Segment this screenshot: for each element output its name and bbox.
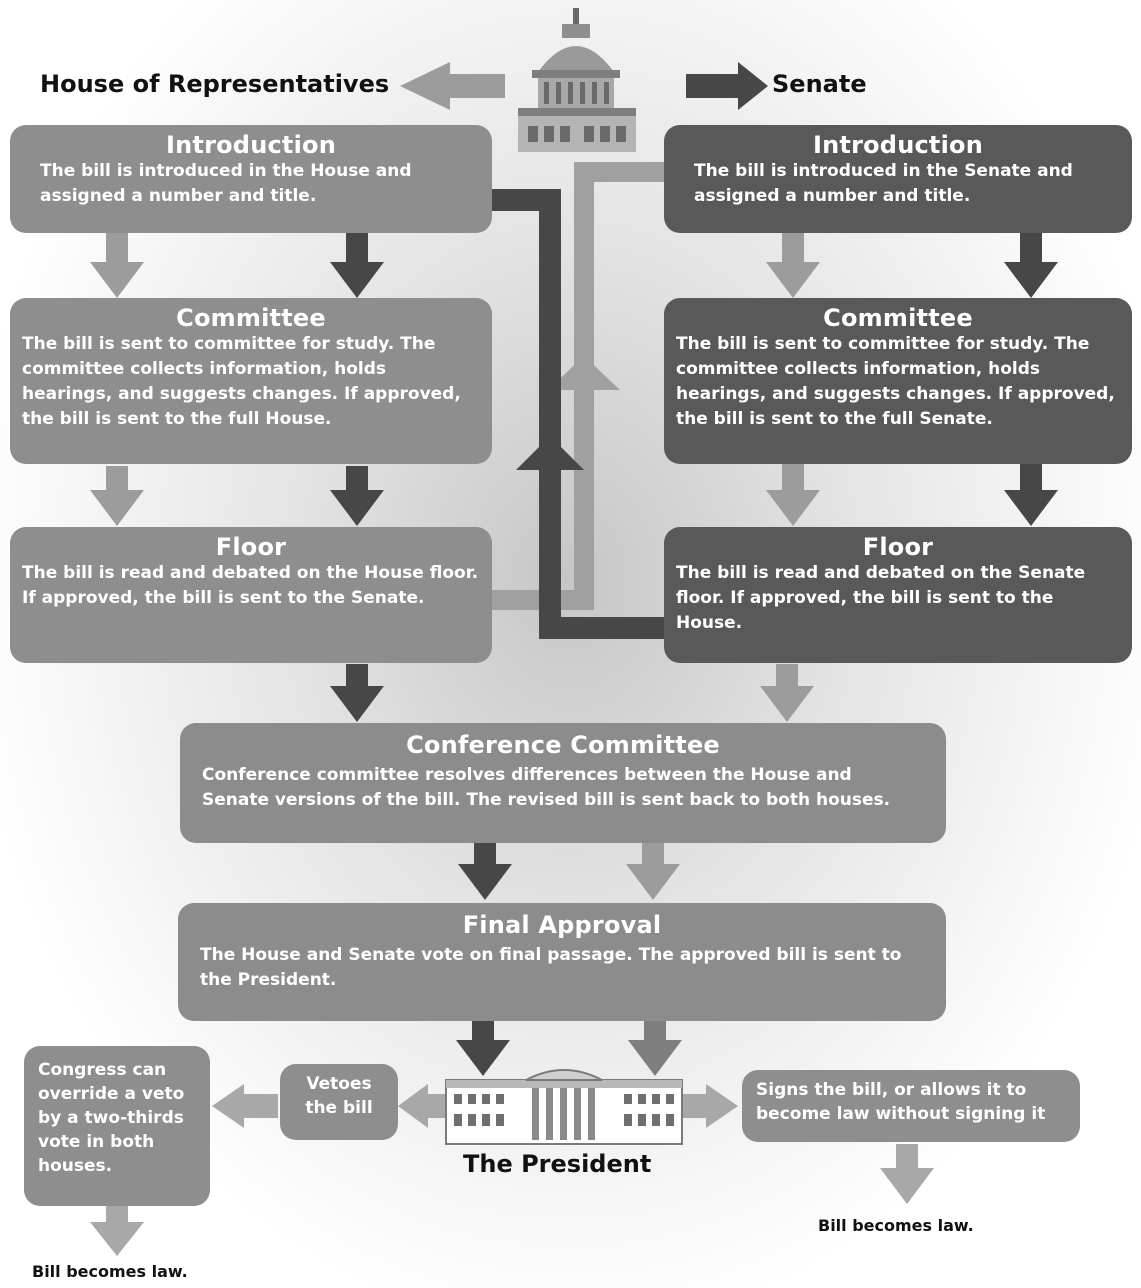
arrow-president-to-veto [398,1084,446,1128]
senate-floor-title: Floor [862,533,934,561]
arrow-to-senate [686,62,768,110]
senate-committee-to-floor-arrows [766,464,1058,526]
senate-committee-title: Committee [823,304,973,332]
house-introduction-box: Introduction The bill is introduced in t… [10,125,492,233]
arrow-veto-to-override [212,1084,278,1128]
house-floor-body: The bill is read and debated on the Hous… [22,563,479,608]
house-committee-body: The bill is sent to committee for study.… [22,334,461,429]
house-committee-to-floor-arrows [90,466,384,526]
house-introduction-title: Introduction [166,131,336,159]
law-label-left: Bill becomes law. [32,1262,188,1281]
arrow-sign-to-law [880,1144,934,1204]
house-intro-to-committee-arrows [90,232,384,298]
final-to-president-arrows [456,1020,682,1076]
senate-introduction-title: Introduction [813,131,983,159]
arrow-president-to-sign [680,1084,738,1128]
final-approval-title: Final Approval [462,911,662,939]
house-floor-to-conference-arrow [330,664,384,722]
veto-box: Vetoes the bill [280,1064,398,1140]
senate-committee-body: The bill is sent to committee for study.… [676,334,1115,429]
house-committee-title: Committee [176,304,326,332]
senate-floor-body: The bill is read and debated on the Sena… [676,563,1086,633]
senate-to-house-route [492,189,664,639]
conference-committee-title: Conference Committee [406,731,720,759]
final-approval-body: The House and Senate vote on final passa… [200,945,902,990]
capitol-icon [518,8,636,152]
house-floor-title: Floor [215,533,287,561]
sign-box: Signs the bill, or allows it to become l… [742,1070,1080,1142]
arrow-override-to-law [90,1206,144,1256]
president-label: The President [463,1150,652,1178]
senate-introduction-body: The bill is introduced in the Senate and… [694,161,1073,206]
house-introduction-body: The bill is introduced in the House and … [40,161,412,206]
law-label-right: Bill becomes law. [818,1216,974,1235]
house-label: House of Representatives [40,70,390,98]
conference-committee-box: Conference Committee Conference committe… [180,723,946,843]
senate-floor-box: Floor The bill is read and debated on th… [664,527,1132,663]
senate-committee-box: Committee The bill is sent to committee … [664,298,1132,464]
house-to-senate-arrowhead [548,356,620,390]
white-house-icon [445,1069,683,1145]
senate-intro-to-committee-arrows [766,232,1058,298]
final-approval-box: Final Approval The House and Senate vote… [178,903,946,1021]
senate-label: Senate [772,70,867,98]
house-floor-box: Floor The bill is read and debated on th… [10,527,492,663]
senate-floor-to-conference-arrow [760,664,814,722]
conference-committee-body: Conference committee resolves difference… [202,765,891,810]
senate-introduction-box: Introduction The bill is introduced in t… [664,125,1132,233]
conference-to-final-arrows [458,842,680,900]
override-box: Congress can override a veto by a two-th… [24,1046,210,1206]
arrow-to-house [400,62,505,110]
house-committee-box: Committee The bill is sent to committee … [10,298,492,464]
senate-to-house-arrowhead [516,436,584,470]
